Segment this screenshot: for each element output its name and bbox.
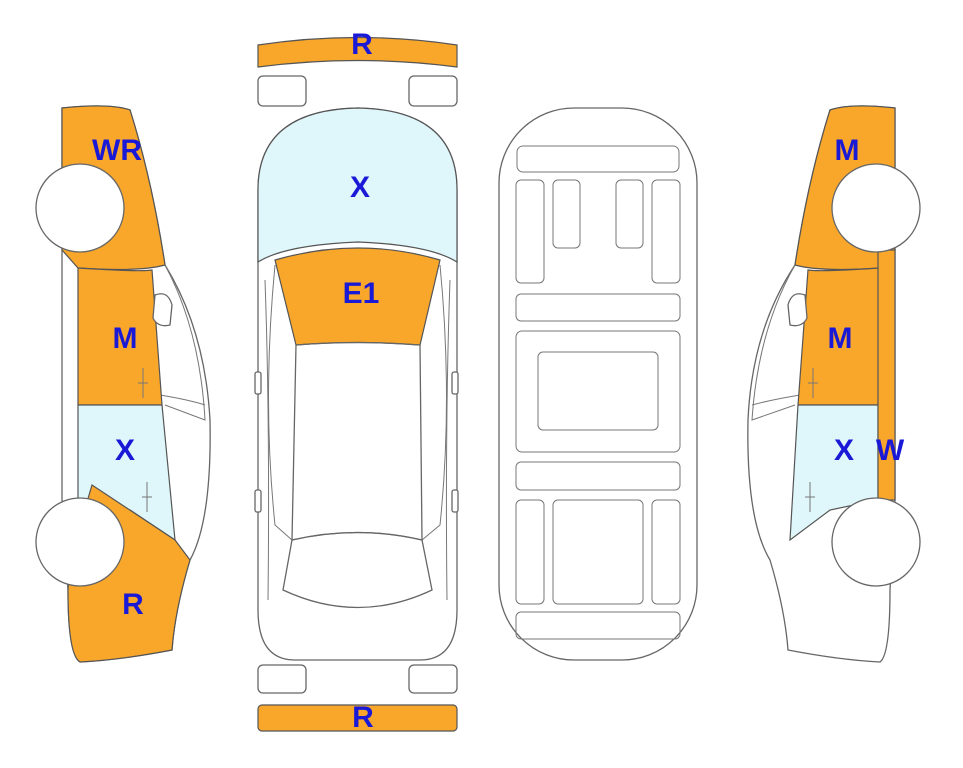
headlight-left xyxy=(257,75,307,107)
car-underside-view xyxy=(498,107,698,661)
right-rear-wheel xyxy=(831,497,921,587)
right-front-door-label: M xyxy=(828,322,853,355)
taillight-left xyxy=(257,664,307,694)
car-top-view: R X E1 R xyxy=(254,28,459,734)
right-rear-door-label: X xyxy=(834,434,854,467)
door-handle-right xyxy=(451,489,459,513)
left-front-fender-label: WR xyxy=(92,134,142,167)
rear-window xyxy=(282,531,433,609)
a-pillar-left xyxy=(264,279,270,601)
taillight-right xyxy=(408,664,458,694)
hood-panel[interactable] xyxy=(257,107,458,264)
door-handle-left xyxy=(254,489,262,513)
side-window-left xyxy=(268,264,293,541)
mirror-left xyxy=(254,371,262,395)
right-rear-quarter-label: W xyxy=(876,434,905,467)
left-rear-wheel xyxy=(35,497,125,587)
left-rear-quarter-label: R xyxy=(122,588,144,621)
rear-bumper-panel[interactable] xyxy=(257,704,458,732)
mirror-right xyxy=(451,371,459,395)
side-window-right xyxy=(421,264,447,541)
left-front-wheel xyxy=(35,163,125,253)
right-front-wheel xyxy=(831,163,921,253)
a-pillar-right xyxy=(445,279,451,601)
left-front-door-panel[interactable] xyxy=(77,267,163,406)
car-left-side-view: WR M X R xyxy=(35,105,211,663)
front-bumper-panel[interactable] xyxy=(257,36,458,68)
left-rear-door-label: X xyxy=(115,434,135,467)
right-front-fender-label: M xyxy=(835,134,860,167)
right-front-door-panel[interactable] xyxy=(797,267,881,406)
rear-bumper-label: R xyxy=(352,701,374,734)
windshield-label: E1 xyxy=(343,277,380,310)
left-front-door-label: M xyxy=(113,322,138,355)
front-bumper-label: R xyxy=(351,28,373,61)
car-right-side-view: M M X W xyxy=(747,105,921,663)
underside-outline xyxy=(498,107,698,661)
headlight-right xyxy=(408,75,458,107)
hood-label: X xyxy=(350,171,370,204)
